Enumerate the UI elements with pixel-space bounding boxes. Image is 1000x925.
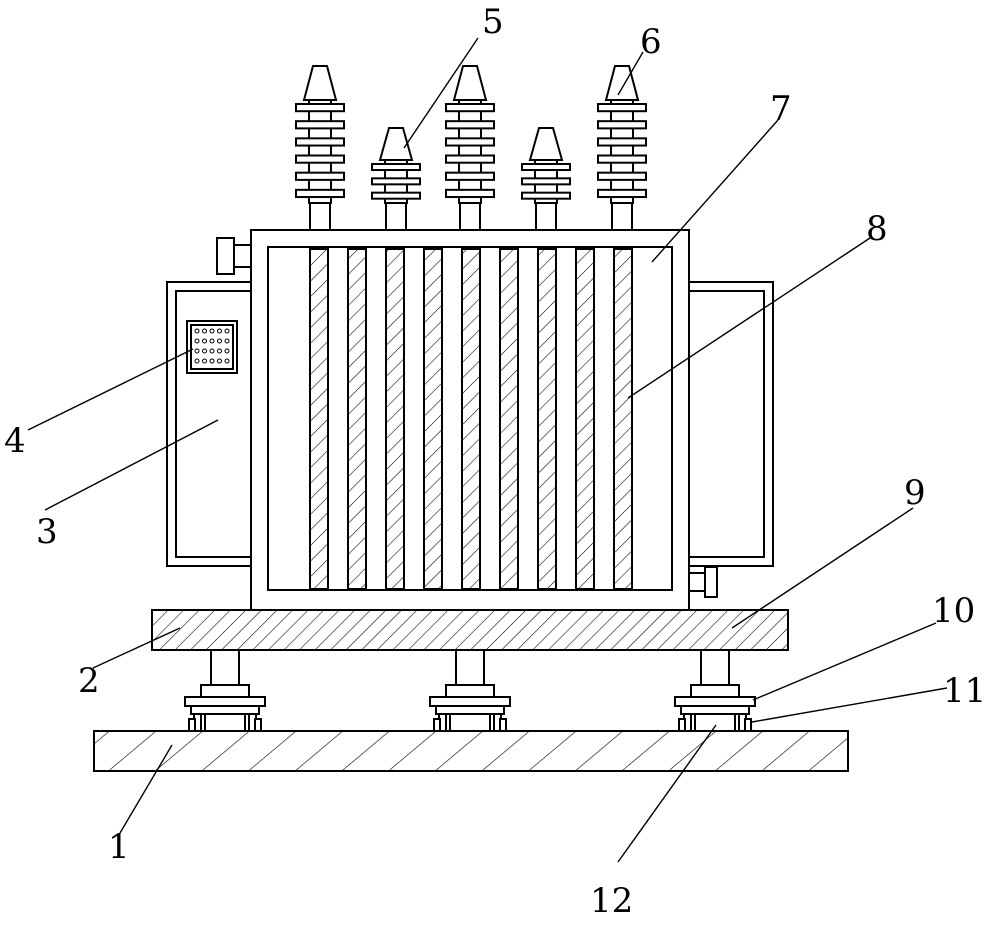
- bushing-tall: [445, 65, 495, 231]
- support-leg: [674, 649, 756, 732]
- radiator-fins: [309, 248, 633, 590]
- right-side-box: [686, 281, 774, 567]
- control-panel: [186, 320, 238, 374]
- radiator-fin: [575, 248, 595, 590]
- panel-dot: [217, 338, 222, 344]
- radiator-fin: [461, 248, 481, 590]
- panel-dot: [209, 338, 215, 344]
- platform-slab: [151, 609, 789, 651]
- leader-lines: [27, 37, 948, 863]
- callout-5: 5: [482, 2, 504, 42]
- bushing-short: [371, 127, 421, 231]
- callout-1: 1: [108, 827, 130, 867]
- leader-8: [627, 237, 871, 399]
- valve-top-left: [216, 237, 235, 275]
- bushings: [295, 65, 647, 231]
- radiator-fin: [309, 248, 329, 590]
- callout-10: 10: [932, 591, 975, 631]
- leader-4: [27, 348, 194, 431]
- panel-dot: [224, 358, 230, 364]
- bushing-tall: [597, 65, 647, 231]
- leader-6: [617, 51, 644, 96]
- panel-dot: [209, 358, 215, 364]
- callout-8: 8: [866, 209, 888, 249]
- spring-column: [204, 713, 246, 732]
- panel-dot: [217, 328, 222, 334]
- leader-9: [731, 507, 914, 629]
- leader-12: [617, 724, 717, 863]
- callout-11: 11: [943, 671, 986, 711]
- base-plate: [93, 730, 849, 772]
- panel-dot: [194, 338, 200, 344]
- panel-dot: [224, 328, 230, 334]
- panel-dot: [202, 338, 207, 344]
- radiator-fin: [613, 248, 633, 590]
- spring-column: [449, 713, 491, 732]
- support-leg: [184, 649, 266, 732]
- support-legs: [184, 649, 756, 732]
- support-leg: [429, 649, 511, 732]
- radiator-fin: [385, 248, 405, 590]
- radiator-fin: [347, 248, 367, 590]
- callout-4: 4: [4, 421, 26, 461]
- panel-dot: [202, 328, 207, 334]
- panel-dot: [194, 358, 200, 364]
- panel-dot: [194, 348, 200, 354]
- panel-dot: [217, 358, 222, 364]
- leader-3: [44, 419, 219, 511]
- callout-7: 7: [770, 89, 792, 129]
- bushing-tall: [295, 65, 345, 231]
- leader-10: [752, 622, 937, 701]
- callout-12: 12: [590, 881, 633, 920]
- panel-dot: [202, 348, 207, 354]
- leader-5: [403, 37, 479, 149]
- leader-7: [651, 119, 779, 263]
- leader-11: [751, 687, 948, 723]
- callout-3: 3: [36, 512, 58, 552]
- spring-column: [694, 713, 736, 732]
- panel-dot: [194, 328, 200, 334]
- panel-dot: [217, 348, 222, 354]
- leader-2: [92, 627, 181, 669]
- callout-2: 2: [78, 661, 100, 701]
- callout-9: 9: [904, 473, 926, 513]
- valve-bottom-right: [687, 572, 706, 592]
- bushing-short: [521, 127, 571, 231]
- radiator-fin: [537, 248, 557, 590]
- leader-1: [119, 744, 173, 834]
- callout-labels: 1 2 3 4 5 6 7 8 9 10 11 12: [4, 2, 986, 921]
- callout-6: 6: [640, 22, 662, 62]
- radiator-fin: [499, 248, 519, 590]
- valve-top-left-stem: [233, 244, 253, 268]
- panel-dot: [209, 348, 215, 354]
- radiator-fin: [423, 248, 443, 590]
- valve-bottom-right-knob: [704, 566, 718, 598]
- panel-dot: [224, 338, 230, 344]
- panel-dot: [202, 358, 207, 364]
- panel-dot: [209, 328, 215, 334]
- panel-dot: [224, 348, 230, 354]
